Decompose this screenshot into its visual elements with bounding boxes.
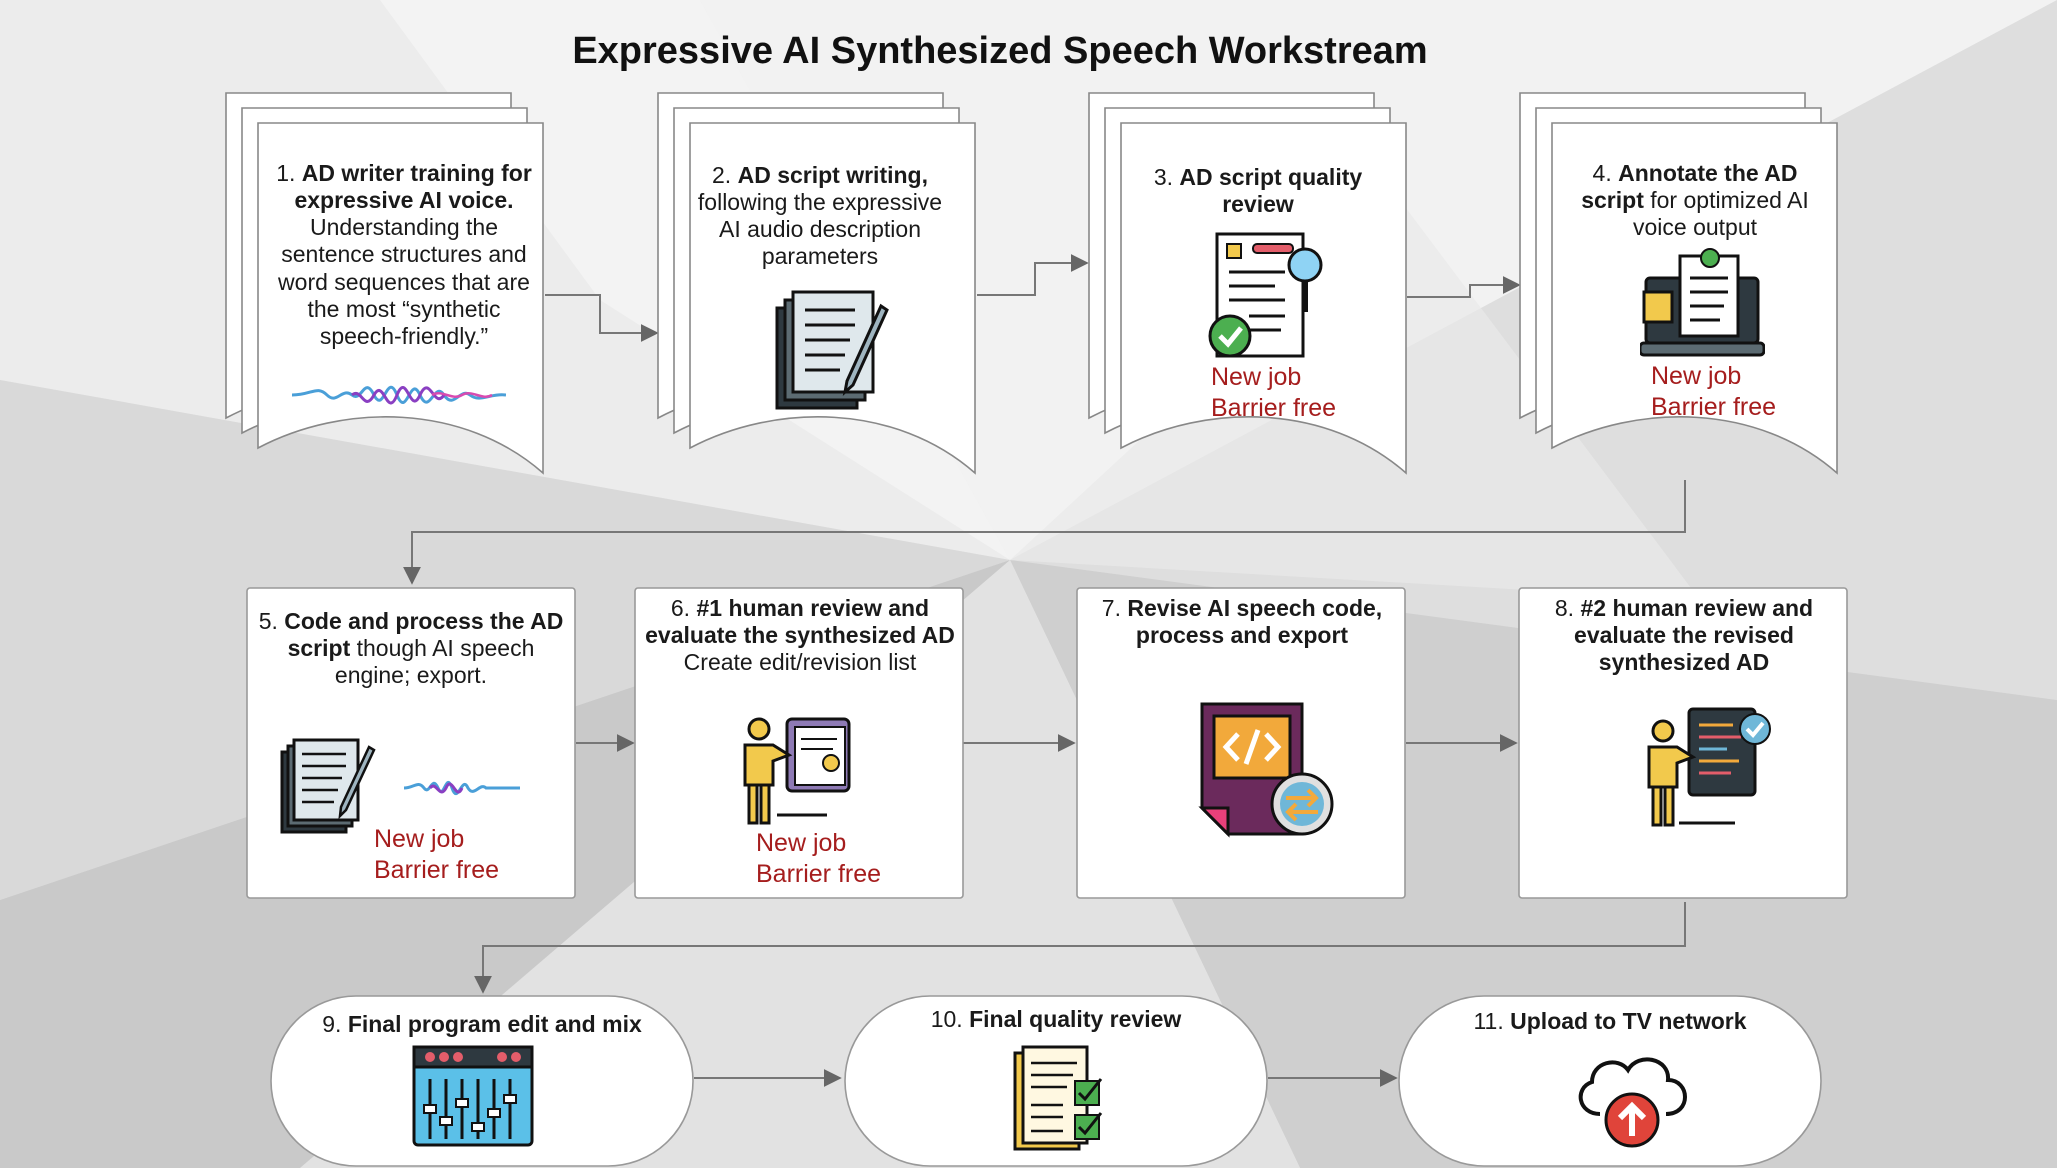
diagram-title: Expressive AI Synthesized Speech Workstr… <box>572 30 1428 72</box>
step-5-text: 5. Code and process the AD script though… <box>258 608 564 689</box>
step-1-text: 1. AD writer training for expressive AI … <box>276 160 532 349</box>
step-2-text: 2. AD script writing,following the expre… <box>697 162 943 270</box>
code-file-icon <box>1198 702 1334 838</box>
connector-arrows <box>403 254 1686 1087</box>
cloud-upload-icon <box>1578 1057 1687 1148</box>
presenter-scroll-icon <box>743 717 851 825</box>
step-9-text: 9. Final program edit and mix <box>322 1011 642 1037</box>
document-page <box>257 122 544 475</box>
laptop-document-icon <box>1640 248 1765 357</box>
multi-document-shape-2 <box>657 92 976 475</box>
waveform-icon <box>292 385 506 405</box>
checklist-documents-icon <box>1013 1045 1103 1151</box>
document-magnifier-check-icon <box>1208 232 1323 358</box>
multi-document-shape-1 <box>225 92 544 475</box>
presenter-code-check-icon <box>1647 707 1771 827</box>
step-11-text: 11. Upload to TV network <box>1473 1008 1747 1034</box>
process-box-8 <box>1518 587 1848 899</box>
step-3-text: 3. AD script quality review <box>1153 164 1363 218</box>
document-pen-icon <box>775 290 889 410</box>
step-8-text: 8. #2 human review and evaluate the revi… <box>1554 595 1814 676</box>
step-10-text: 10. Final quality review <box>930 1006 1182 1032</box>
mixing-console-icon <box>412 1045 534 1147</box>
step-6-text: 6. #1 human review and evaluate the synt… <box>645 595 955 676</box>
step-4-text: 4. Annotate the AD script for optimized … <box>1581 160 1809 241</box>
step-7-text: 7. Revise AI speech code, process and ex… <box>1101 595 1383 649</box>
document-waveform-icon <box>280 738 520 834</box>
